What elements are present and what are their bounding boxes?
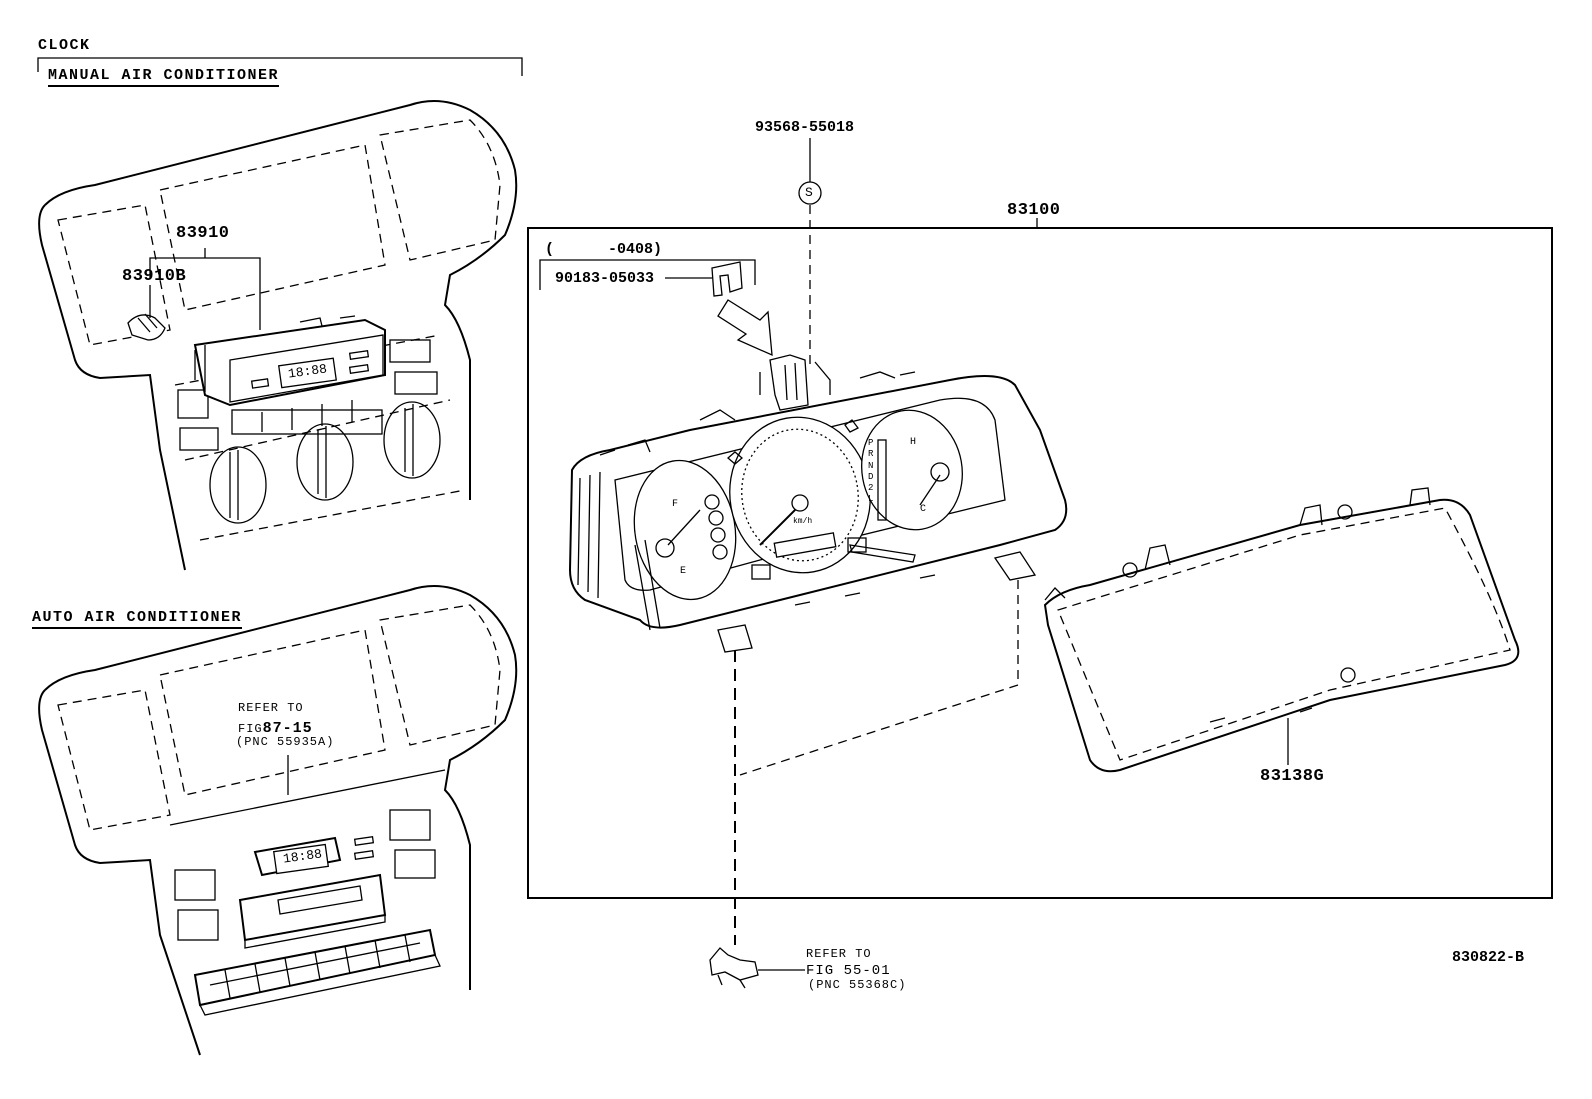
gear-indicator: P R N D 2 L [868, 438, 873, 506]
fuel-needle [667, 509, 701, 546]
clock-module-manual [193, 315, 386, 407]
fuel-f-letter: F [672, 499, 679, 510]
fuel-e-letter: E [680, 566, 687, 577]
auto-ac-header: AUTO AIR CONDITIONER [32, 610, 243, 629]
part-83910-label: 83910 [176, 224, 230, 243]
part-93568-label: 93568-55018 [755, 119, 855, 136]
gear-p: P [868, 438, 874, 448]
manual-ac-dash-panel [38, 100, 518, 571]
part-83910b-label: 83910B [122, 267, 187, 286]
screw-callout [798, 138, 822, 370]
part-83100-label: 83100 [1007, 201, 1061, 220]
leader-83910 [149, 248, 261, 330]
bottom-refer-to: REFER TO [806, 947, 872, 961]
temp-h-letter: H [910, 437, 917, 448]
part-90183-label: 90183-05033 [555, 270, 655, 287]
auto-fig-ref: FIG87-15 [238, 720, 313, 737]
auto-fig-number: 87-15 [262, 720, 313, 737]
dashed-connectors [734, 580, 1019, 945]
drawing-number: 830822-B [1452, 949, 1525, 966]
speed-unit-label: km/h [793, 517, 813, 526]
auto-ac-dash-panel [38, 585, 518, 1056]
clip-bracket [539, 259, 773, 357]
bulb-83910b [127, 313, 166, 341]
auto-refer-to: REFER TO [238, 701, 304, 715]
gear-l: L [868, 494, 874, 505]
speedo-needle [759, 504, 801, 546]
bottom-pnc-ref: (PNC 55368C) [808, 978, 907, 992]
gear-r: R [868, 449, 874, 460]
screw-symbol: S [805, 185, 813, 200]
gear-2: 2 [868, 483, 874, 493]
combination-meter [568, 354, 1068, 653]
section-bracket [37, 57, 523, 76]
gear-n: N [868, 460, 874, 471]
part-83138g-label: 83138G [1260, 767, 1325, 786]
auto-fig-prefix: FIG [238, 722, 263, 736]
auto-pnc-ref: (PNC 55935A) [236, 735, 335, 749]
bottom-fig-ref: FIG 55-01 [806, 963, 891, 979]
harness-clip [709, 947, 805, 989]
assembly-box-83100 [527, 218, 1553, 899]
temp-c-letter: C [920, 504, 927, 515]
meter-glass [1043, 487, 1520, 773]
gear-d: D [868, 471, 874, 482]
date-range-label: ( -0408) [545, 241, 663, 258]
manual-ac-header: MANUAL AIR CONDITIONER [48, 68, 280, 87]
clock-header: CLOCK [38, 37, 91, 54]
